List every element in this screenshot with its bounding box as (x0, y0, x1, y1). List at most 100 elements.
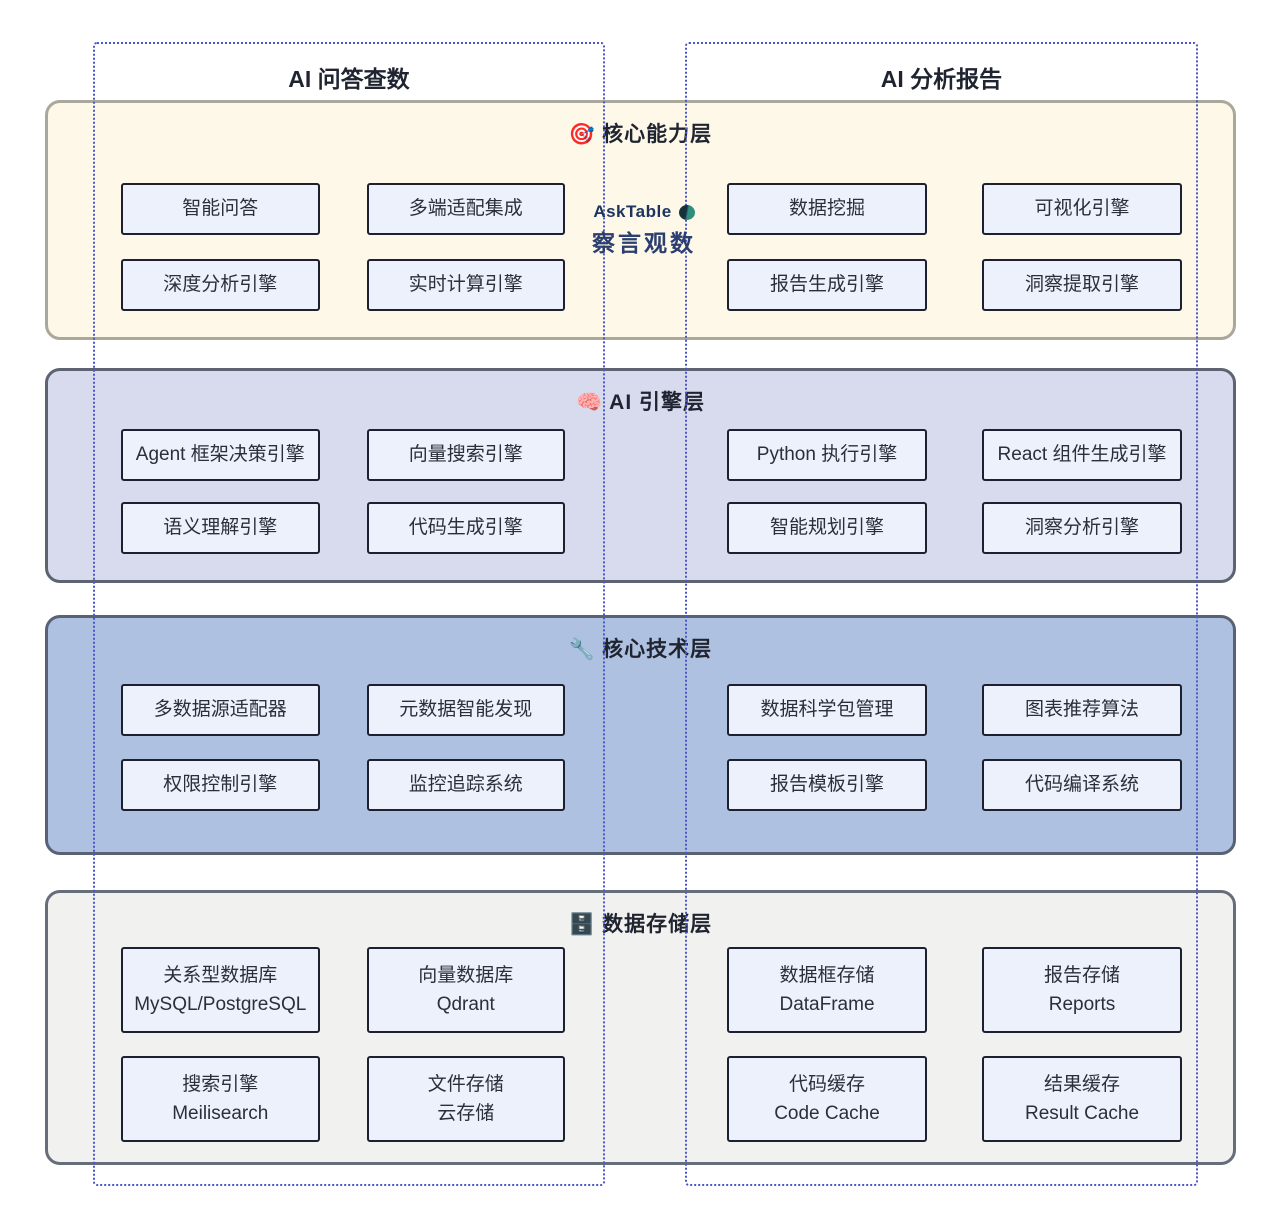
module-grid-left: 智能问答 多端适配集成深度分析引擎 实时计算引擎 (121, 183, 565, 311)
module-box: 洞察提取引擎 (982, 259, 1182, 311)
module-box-label: 文件存储 (427, 1073, 504, 1095)
brain-icon: 🧠 (576, 391, 604, 414)
module-box-label: 图表推荐算法 (1024, 699, 1139, 721)
module-box-label: Python 执行引擎 (756, 444, 898, 466)
module-box-label: 向量搜索引擎 (408, 444, 523, 466)
module-box-label: 结果缓存 (1043, 1073, 1120, 1095)
module-box: 向量搜索引擎 (366, 429, 565, 481)
module-box: 监控追踪系统 (366, 759, 565, 811)
module-box-label: 语义理解引擎 (163, 517, 278, 539)
module-grid-right: 数据科学包管理 图表推荐算法报告模板引擎 代码编译系统 (727, 684, 1182, 811)
module-box: 权限控制引擎 (121, 759, 320, 811)
module-box-label: 实时计算引擎 (408, 274, 523, 296)
module-box: Python 执行引擎 (727, 429, 927, 481)
module-grid-right: 数据挖掘 可视化引擎报告生成引擎 洞察提取引擎 (727, 183, 1182, 311)
flow-column-title: AI 问答查数 (288, 66, 410, 92)
module-box-label: 可视化引擎 (1034, 198, 1130, 220)
module-box-label: 权限控制引擎 (163, 774, 278, 796)
layer-title: 🧠AI 引擎层 (48, 386, 1233, 416)
module-box: 元数据智能发现 (366, 684, 565, 736)
module-box-label: MySQL/PostgreSQL (134, 994, 307, 1015)
module-box: 图表推荐算法 (982, 684, 1182, 736)
module-grid-left: Agent 框架决策引擎 向量搜索引擎语义理解引擎 代码生成引擎 (121, 429, 565, 554)
module-box: 向量数据库 Qdrant (366, 947, 565, 1033)
module-box: 报告模板引擎 (727, 759, 927, 811)
module-box: 深度分析引擎 (121, 259, 320, 311)
module-box-label: 关系型数据库 (163, 964, 278, 986)
layer-core-technology: 🔧核心技术层 多数据源适配器 元数据智能发现权限控制引擎 监控追踪系统 数据科学包管… (45, 615, 1236, 855)
layer-title: 🎯核心能力层 (48, 118, 1233, 148)
file-cabinet-icon: 🗄️ (568, 913, 597, 936)
module-grid-right: Python 执行引擎 React 组件生成引擎智能规划引擎 洞察分析引擎 (727, 429, 1182, 554)
module-box: 智能规划引擎 (727, 502, 927, 554)
module-box-label: 数据科学包管理 (760, 699, 894, 721)
module-box: 多端适配集成 (366, 183, 565, 235)
module-box-label: 报告模板引擎 (769, 774, 884, 796)
module-box: 文件存储云存储 (366, 1056, 565, 1142)
layer-title-text: 核心能力层 (602, 123, 713, 146)
database-pie-mark-icon (678, 204, 695, 220)
module-box-label: 代码编译系统 (1024, 774, 1139, 796)
layer-ai-engine: 🧠AI 引擎层 Agent 框架决策引擎 向量搜索引擎语义理解引擎 代码生成引擎 P… (45, 368, 1236, 583)
flow-column-title: AI 分析报告 (880, 66, 1003, 92)
module-box-label: 代码生成引擎 (408, 517, 523, 539)
layer-title-text: 核心技术层 (602, 638, 713, 661)
module-box-label: 深度分析引擎 (163, 274, 278, 296)
layer-core-capability: 🎯核心能力层 智能问答 多端适配集成深度分析引擎 实时计算引擎 数据挖掘 可视化引擎报… (45, 100, 1236, 340)
module-box: 可视化引擎 (982, 183, 1182, 235)
module-box: 数据科学包管理 (727, 684, 927, 736)
module-box-label: 代码缓存 (788, 1073, 865, 1095)
module-box-label: 云存储 (437, 1103, 495, 1124)
module-box-label: 洞察分析引擎 (1024, 517, 1139, 539)
module-box: 代码缓存 Code Cache (727, 1056, 927, 1142)
module-box-label: Code Cache (774, 1103, 880, 1124)
module-box: 报告生成引擎 (727, 259, 927, 311)
logo-wordmark: AskTable (593, 202, 672, 221)
module-box-label: 智能规划引擎 (769, 517, 884, 539)
module-box-label: Reports (1048, 994, 1116, 1015)
module-box-label: 数据挖掘 (788, 198, 865, 220)
asktable-logo: AskTable 察言观数 (574, 202, 714, 258)
module-box-label: 报告生成引擎 (769, 274, 884, 296)
module-box: 报告存储 Reports (982, 947, 1182, 1033)
module-box: Agent 框架决策引擎 (121, 429, 320, 481)
module-box-label: 监控追踪系统 (408, 774, 523, 796)
module-box-label: 搜索引擎 (182, 1073, 259, 1095)
module-box-label: React 组件生成引擎 (997, 444, 1167, 466)
module-box: 关系型数据库 MySQL/PostgreSQL (121, 947, 320, 1033)
module-box-label: 智能问答 (182, 198, 259, 220)
module-box: 智能问答 (121, 183, 320, 235)
module-box-label: Result Cache (1024, 1103, 1140, 1124)
module-box-label: 元数据智能发现 (399, 699, 533, 721)
module-grid-left: 关系型数据库 MySQL/PostgreSQL 向量数据库 Qdrant 搜索引擎 Mei… (121, 947, 565, 1142)
module-box: 数据挖掘 (727, 183, 927, 235)
module-box: 洞察分析引擎 (982, 502, 1182, 554)
module-box-label: 向量数据库 (418, 964, 514, 986)
module-box-label: 多端适配集成 (408, 198, 523, 220)
module-box-label: Agent 框架决策引擎 (135, 444, 305, 466)
layer-data-storage: 🗄️数据存储层 关系型数据库 MySQL/PostgreSQL 向量数据库 Qdran… (45, 890, 1236, 1165)
module-box-label: 报告存储 (1043, 964, 1120, 986)
module-box-label: 多数据源适配器 (153, 699, 287, 721)
dart-target-icon: 🎯 (568, 123, 597, 146)
module-box-label: 数据框存储 (779, 964, 875, 986)
module-box: 语义理解引擎 (121, 502, 320, 554)
module-box-label: 洞察提取引擎 (1024, 274, 1139, 296)
module-box: 结果缓存 Result Cache (982, 1056, 1182, 1142)
module-box-label: Meilisearch (172, 1103, 269, 1124)
module-box: 代码生成引擎 (366, 502, 565, 554)
layer-title-text: 数据存储层 (602, 913, 713, 936)
module-box: 实时计算引擎 (366, 259, 565, 311)
module-box: 代码编译系统 (982, 759, 1182, 811)
module-box: 搜索引擎 Meilisearch (121, 1056, 320, 1142)
layer-title-text: AI 引擎层 (609, 391, 705, 414)
wrench-icon: 🔧 (568, 638, 597, 661)
layer-title: 🔧核心技术层 (48, 633, 1233, 663)
logo-chinese-name: 察言观数 (592, 230, 696, 257)
layer-title: 🗄️数据存储层 (48, 908, 1233, 938)
module-box: 多数据源适配器 (121, 684, 320, 736)
module-box-label: Qdrant (436, 994, 495, 1015)
